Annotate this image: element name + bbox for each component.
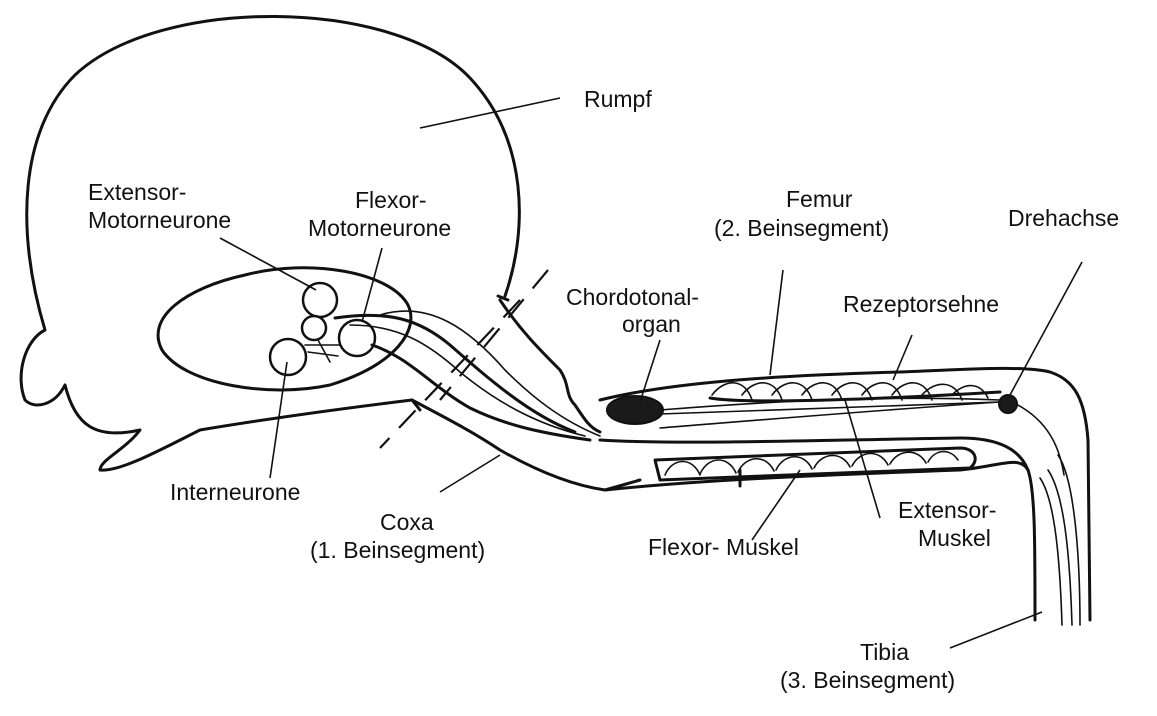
leader-rezeptorsehne [892, 334, 913, 381]
leader-coxa [439, 454, 501, 493]
ganglion-outline [156, 266, 413, 392]
label-rezeptorsehne: Rezeptorsehne [843, 291, 999, 317]
label-extensor-muskel-line2: Muskel [918, 525, 991, 551]
femur-outline-lower-edge [603, 460, 1030, 492]
coxa-inner-nerve [379, 310, 601, 437]
chordotonal-organ [606, 395, 664, 425]
leader-tibia [949, 611, 1043, 649]
leader-rumpf [419, 97, 561, 129]
coxa-joint-dash-1 [439, 269, 549, 401]
rotation-axis [998, 394, 1018, 414]
label-flexor-motoneurone-line1: Flexor- [355, 187, 427, 213]
tibia-line-4 [1011, 401, 1065, 476]
coxa-joint-dash-2 [379, 299, 521, 449]
nerve-bundle-lower [370, 343, 592, 442]
leader-flexor-motoneurone [361, 247, 383, 323]
label-interneurone: Interneurone [170, 479, 300, 505]
leader-extensor-motoneurone [219, 237, 317, 291]
extensor-motoneuron-cell [301, 281, 339, 319]
receptor-tendon [659, 401, 1001, 415]
femur-outline-bottom [598, 436, 1037, 622]
body-outline [19, 15, 521, 472]
nerve-bundle-mid [349, 324, 586, 437]
leader-flexor-muskel [751, 469, 801, 541]
tibia-line-2 [1047, 469, 1073, 626]
leader-chordotonal [639, 339, 661, 403]
ganglion-neuropil [304, 339, 341, 363]
label-tibia-line1: Tibia [860, 639, 909, 665]
leader-femur [769, 269, 784, 376]
label-coxa-line2: (1. Beinsegment) [310, 537, 485, 563]
label-chordotonal-line2: organ [622, 311, 681, 337]
label-flexor-muskel: Flexor- Muskel [648, 534, 799, 560]
label-chordotonal-line1: Chordotonal- [566, 284, 699, 310]
extensor-muscle [708, 382, 1002, 403]
extensor-motoneuron-cell-2 [300, 314, 328, 342]
interneuron-cell [268, 337, 308, 377]
tibia-line-3 [1057, 454, 1081, 626]
label-drehachse: Drehachse [1008, 205, 1119, 231]
label-femur-line2: (2. Beinsegment) [714, 215, 889, 241]
femur-inner-line [659, 397, 1011, 429]
label-coxa-line1: Coxa [380, 509, 434, 535]
leader-interneurone [269, 361, 288, 479]
flexor-motoneuron-cell [337, 318, 377, 358]
label-flexor-motoneurone-line2: Motorneurone [308, 215, 451, 241]
nerve-bundle-upper [333, 313, 577, 434]
label-tibia-line2: (3. Beinsegment) [780, 667, 955, 693]
flexor-muscle [653, 446, 977, 488]
label-extensor-muskel-line1: Extensor- [898, 497, 996, 523]
leader-extensor-muskel [844, 399, 881, 519]
femur-outline-top [598, 366, 1092, 622]
label-extensor-motoneurone-line1: Extensor- [88, 179, 186, 205]
label-extensor-motoneurone-line2: Motorneurone [88, 207, 231, 233]
tibia-line-1 [1039, 477, 1063, 626]
coxa-outline-bottom [410, 398, 642, 492]
leader-drehachse [1009, 261, 1083, 396]
coxa-outline-top [498, 298, 602, 434]
label-femur-line1: Femur [786, 186, 853, 212]
label-rumpf: Rumpf [584, 86, 652, 112]
